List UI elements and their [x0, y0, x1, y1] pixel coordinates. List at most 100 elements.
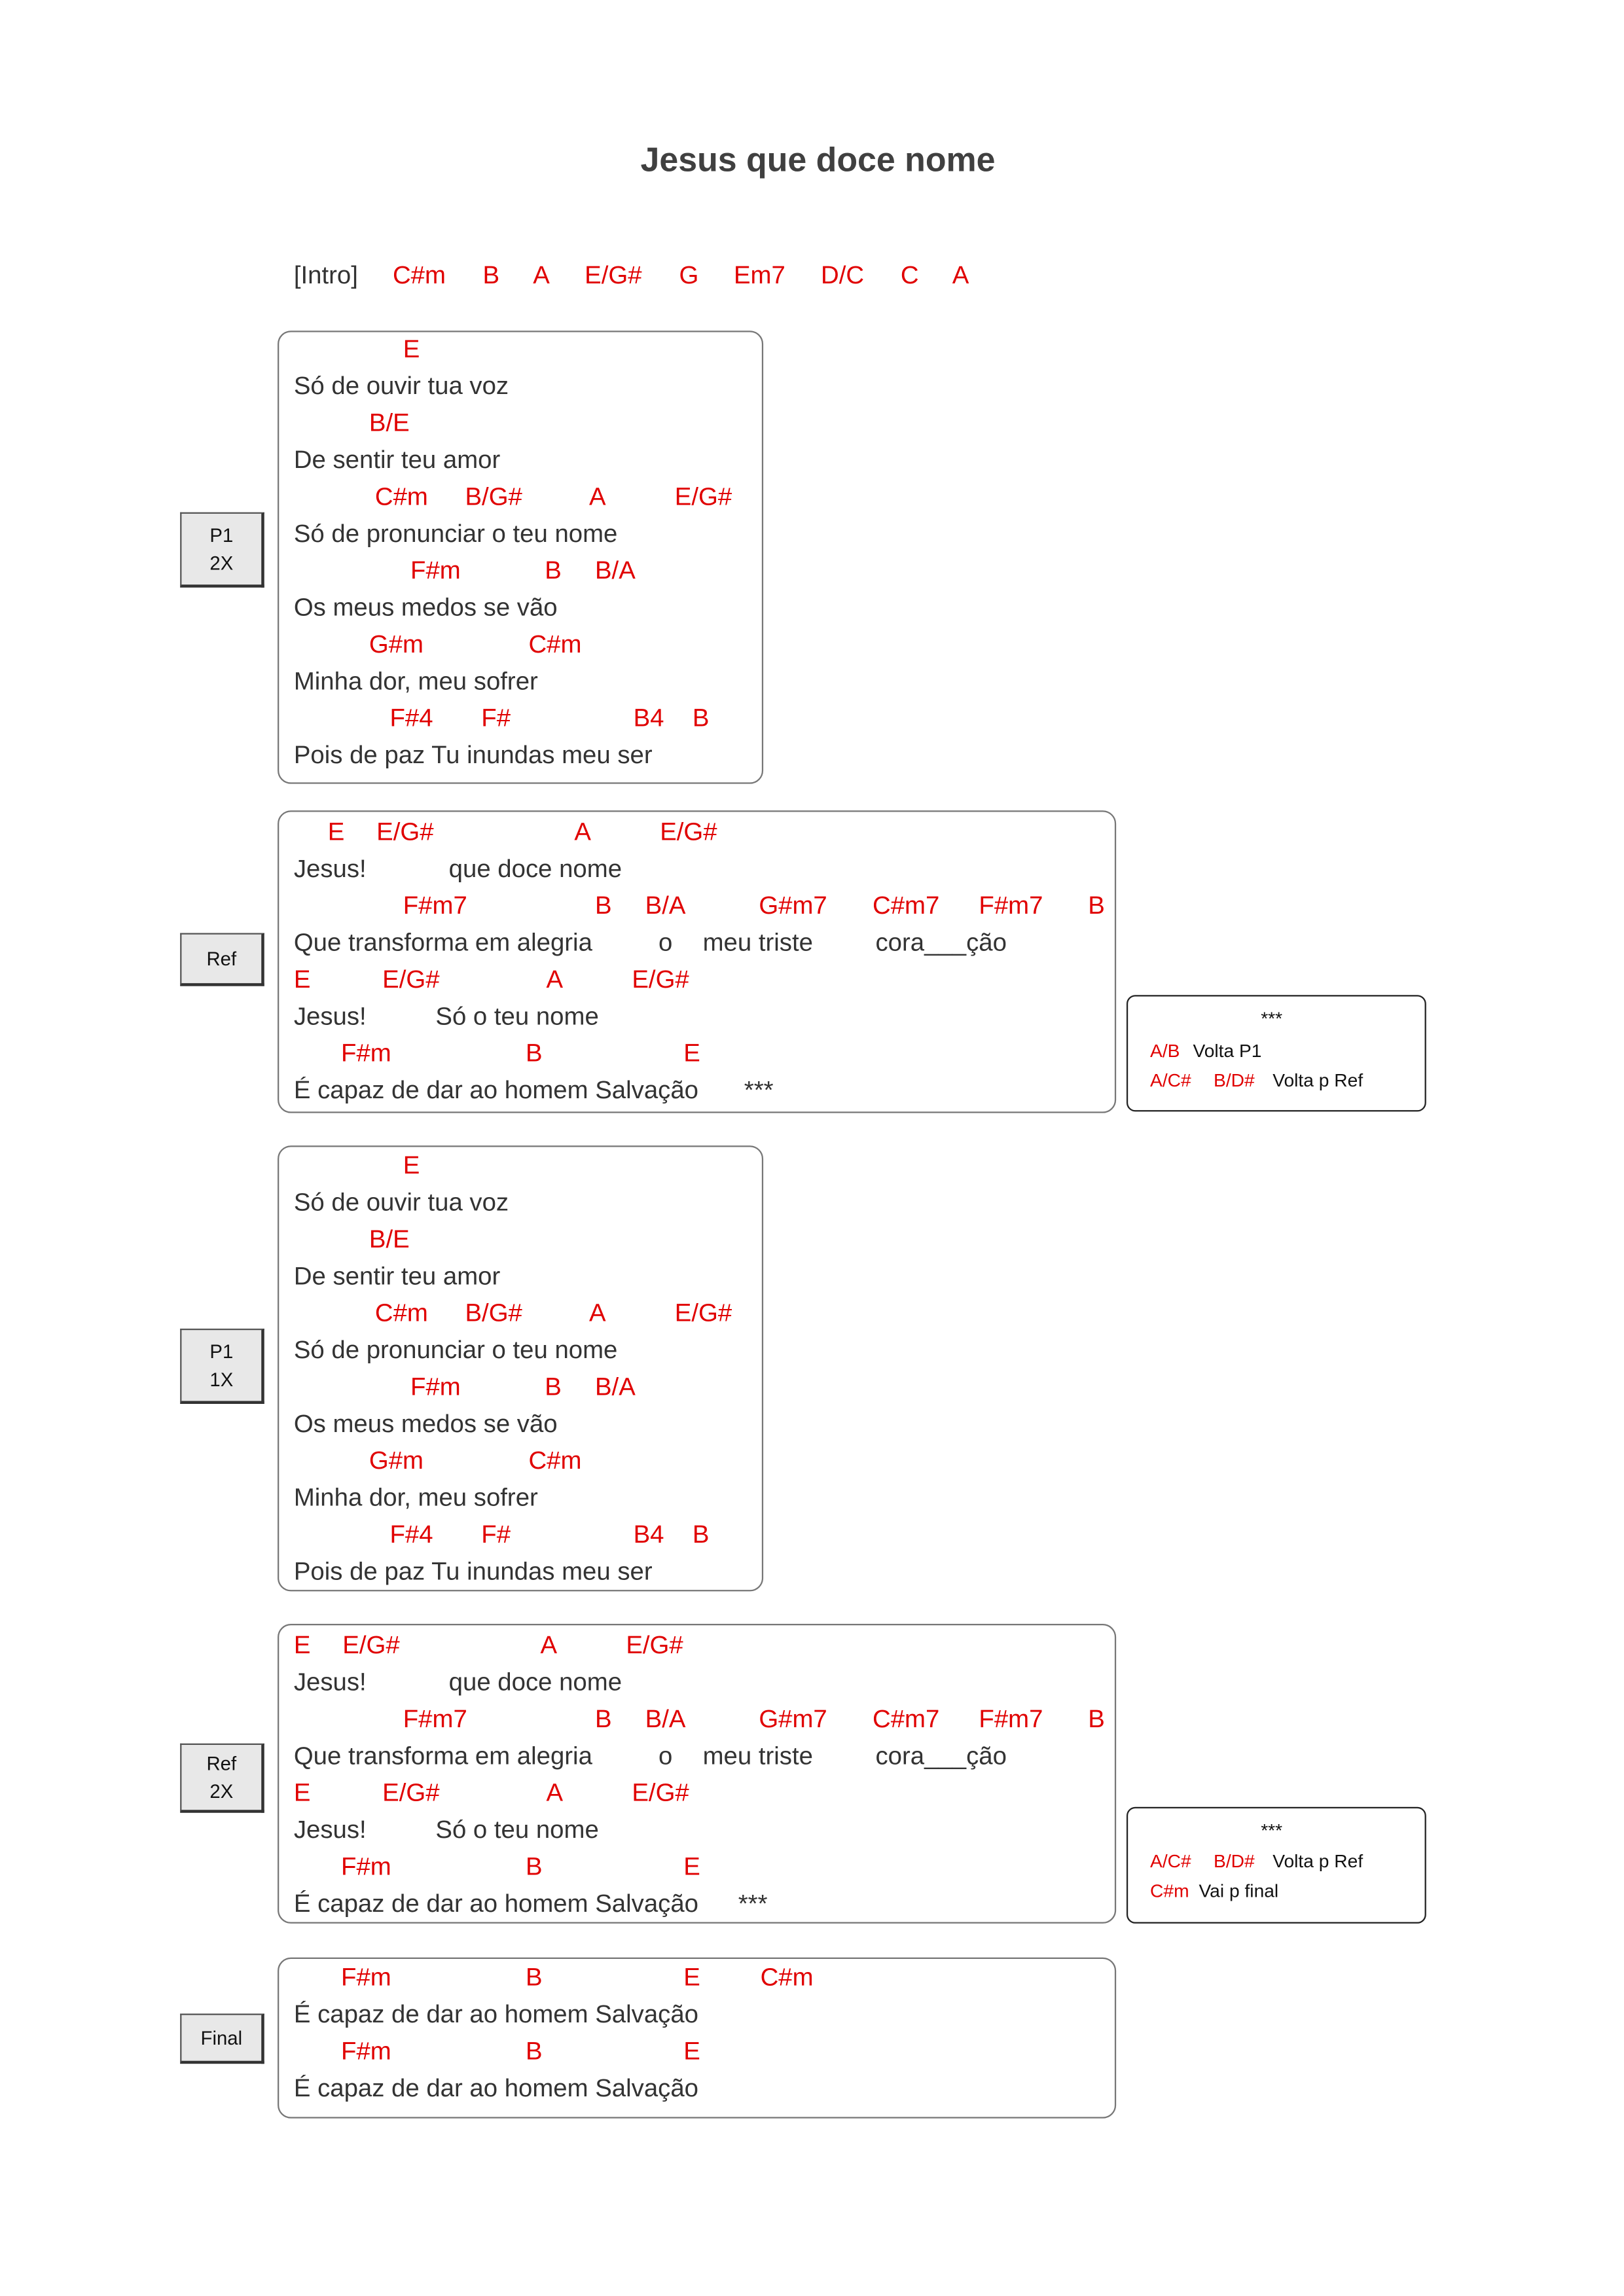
chord: F#m [341, 1852, 391, 1881]
lyric-line: Que transforma em alegria [293, 928, 592, 957]
section-tag-label: Ref [206, 1752, 237, 1775]
chord: C#m [760, 1963, 814, 1992]
intro-chord: C#m [392, 261, 446, 290]
chord: E [683, 1963, 700, 1992]
chord: E/G# [632, 965, 689, 994]
chord: F#m7 [979, 1705, 1043, 1733]
chord: E [293, 1778, 311, 1807]
lyric-line: Só o teu nome [435, 1816, 599, 1844]
chord: B [594, 891, 612, 920]
section-tag-label: 2X [209, 552, 234, 575]
section-tag-label: 2X [209, 1780, 234, 1803]
lyric-line: Só de ouvir tua voz [293, 1188, 509, 1217]
final-box [278, 1957, 1117, 2119]
chord: B/G# [465, 482, 522, 511]
chord: B [545, 1372, 562, 1401]
chord: B [525, 2037, 543, 2066]
chord: A [546, 965, 564, 994]
chord: F#m7 [403, 1705, 467, 1733]
note-text: Volta p Ref [1272, 1851, 1363, 1872]
chord: E [683, 1039, 700, 1067]
chord: F#m [410, 556, 461, 585]
chord: G#m7 [759, 1705, 827, 1733]
chord: E/G# [632, 1778, 689, 1807]
note-text: Vai p final [1199, 1880, 1279, 1902]
intro-chord: C [900, 261, 919, 290]
lyric-line: cora___ção [875, 1742, 1007, 1770]
intro-chord: D/C [821, 261, 865, 290]
chorus-box-ref-first [278, 810, 1117, 1113]
chord: A [574, 817, 591, 846]
note-chord: A/C# [1150, 1070, 1191, 1091]
lyric-line: Pois de paz Tu inundas meu ser [293, 1557, 653, 1586]
chord: G#m [369, 1446, 424, 1475]
chord: F#m [410, 1372, 461, 1401]
chord: F# [481, 1520, 511, 1549]
chord: B [525, 1039, 543, 1067]
note-box-second [1126, 1806, 1426, 1924]
chord: E [403, 1151, 420, 1180]
lyric-line: Só o teu nome [435, 1002, 599, 1031]
verse-box-p1-second [278, 1145, 764, 1592]
chord: E/G# [660, 817, 717, 846]
chord: E [403, 334, 420, 363]
chord: F#m7 [979, 891, 1043, 920]
lyric-line: o [658, 1742, 673, 1770]
lyric-line: Jesus! [293, 1002, 367, 1031]
section-tag: Final [180, 2013, 264, 2064]
chord: B [1088, 1705, 1105, 1733]
section-tag: Ref [180, 933, 264, 986]
chord: C#m [374, 482, 428, 511]
lyric-line: Minha dor, meu sofrer [293, 1483, 538, 1512]
chord: B [525, 1963, 543, 1992]
chord: A [546, 1778, 564, 1807]
chord: B/A [645, 1705, 686, 1733]
lyric-line: Os meus medos se vão [293, 1410, 558, 1438]
section-tag-label: P1 [209, 1340, 234, 1363]
lyric-line: Pois de paz Tu inundas meu ser [293, 741, 653, 770]
lyric-line: Jesus! [293, 854, 367, 883]
chord: E/G# [342, 1631, 400, 1660]
chord: A [540, 1631, 558, 1660]
chord: B [594, 1705, 612, 1733]
chord: C#m [528, 630, 582, 658]
chord: B [692, 1520, 710, 1549]
chord: C#m7 [873, 1705, 940, 1733]
lyric-line: Só de ouvir tua voz [293, 372, 509, 401]
note-box-first [1126, 995, 1426, 1112]
verse-box-p1-first [278, 331, 764, 784]
chord: B4 [633, 704, 664, 732]
chord: F#m [341, 1039, 391, 1067]
intro-chord: G [679, 261, 699, 290]
song-title: Jesus que doce nome [640, 140, 996, 179]
lyric-line: É capaz de dar ao homem Salvação [293, 2073, 698, 2102]
chord: E [683, 1852, 700, 1881]
chord: B [1088, 891, 1105, 920]
chord: B/E [369, 408, 410, 437]
lyric-line: De sentir teu amor [293, 446, 501, 475]
chord: G#m7 [759, 891, 827, 920]
chord: E/G# [382, 1778, 440, 1807]
intro-chord: A [952, 261, 969, 290]
lyric-line: De sentir teu amor [293, 1262, 501, 1291]
chord: B [545, 556, 562, 585]
lyric-line: É capaz de dar ao homem Salvação [293, 2000, 698, 2029]
chord: B [692, 704, 710, 732]
note-asterisks: *** [1261, 1820, 1283, 1841]
section-tag-label: P1 [209, 524, 234, 547]
chord: B/E [369, 1225, 410, 1253]
chord: B/G# [465, 1299, 522, 1327]
chord: F# [481, 704, 511, 732]
lyric-line: que doce nome [448, 854, 623, 883]
section-tag-label: Ref [206, 948, 237, 970]
note-chord: B/D# [1214, 1851, 1255, 1872]
chord: F#m [341, 1963, 391, 1992]
note-text: Volta P1 [1193, 1041, 1262, 1062]
note-text: Volta p Ref [1272, 1070, 1363, 1091]
chord: C#m [374, 1299, 428, 1327]
lyric-line: Os meus medos se vão [293, 593, 558, 622]
chord: F#4 [389, 1520, 433, 1549]
chord: E [293, 965, 311, 994]
